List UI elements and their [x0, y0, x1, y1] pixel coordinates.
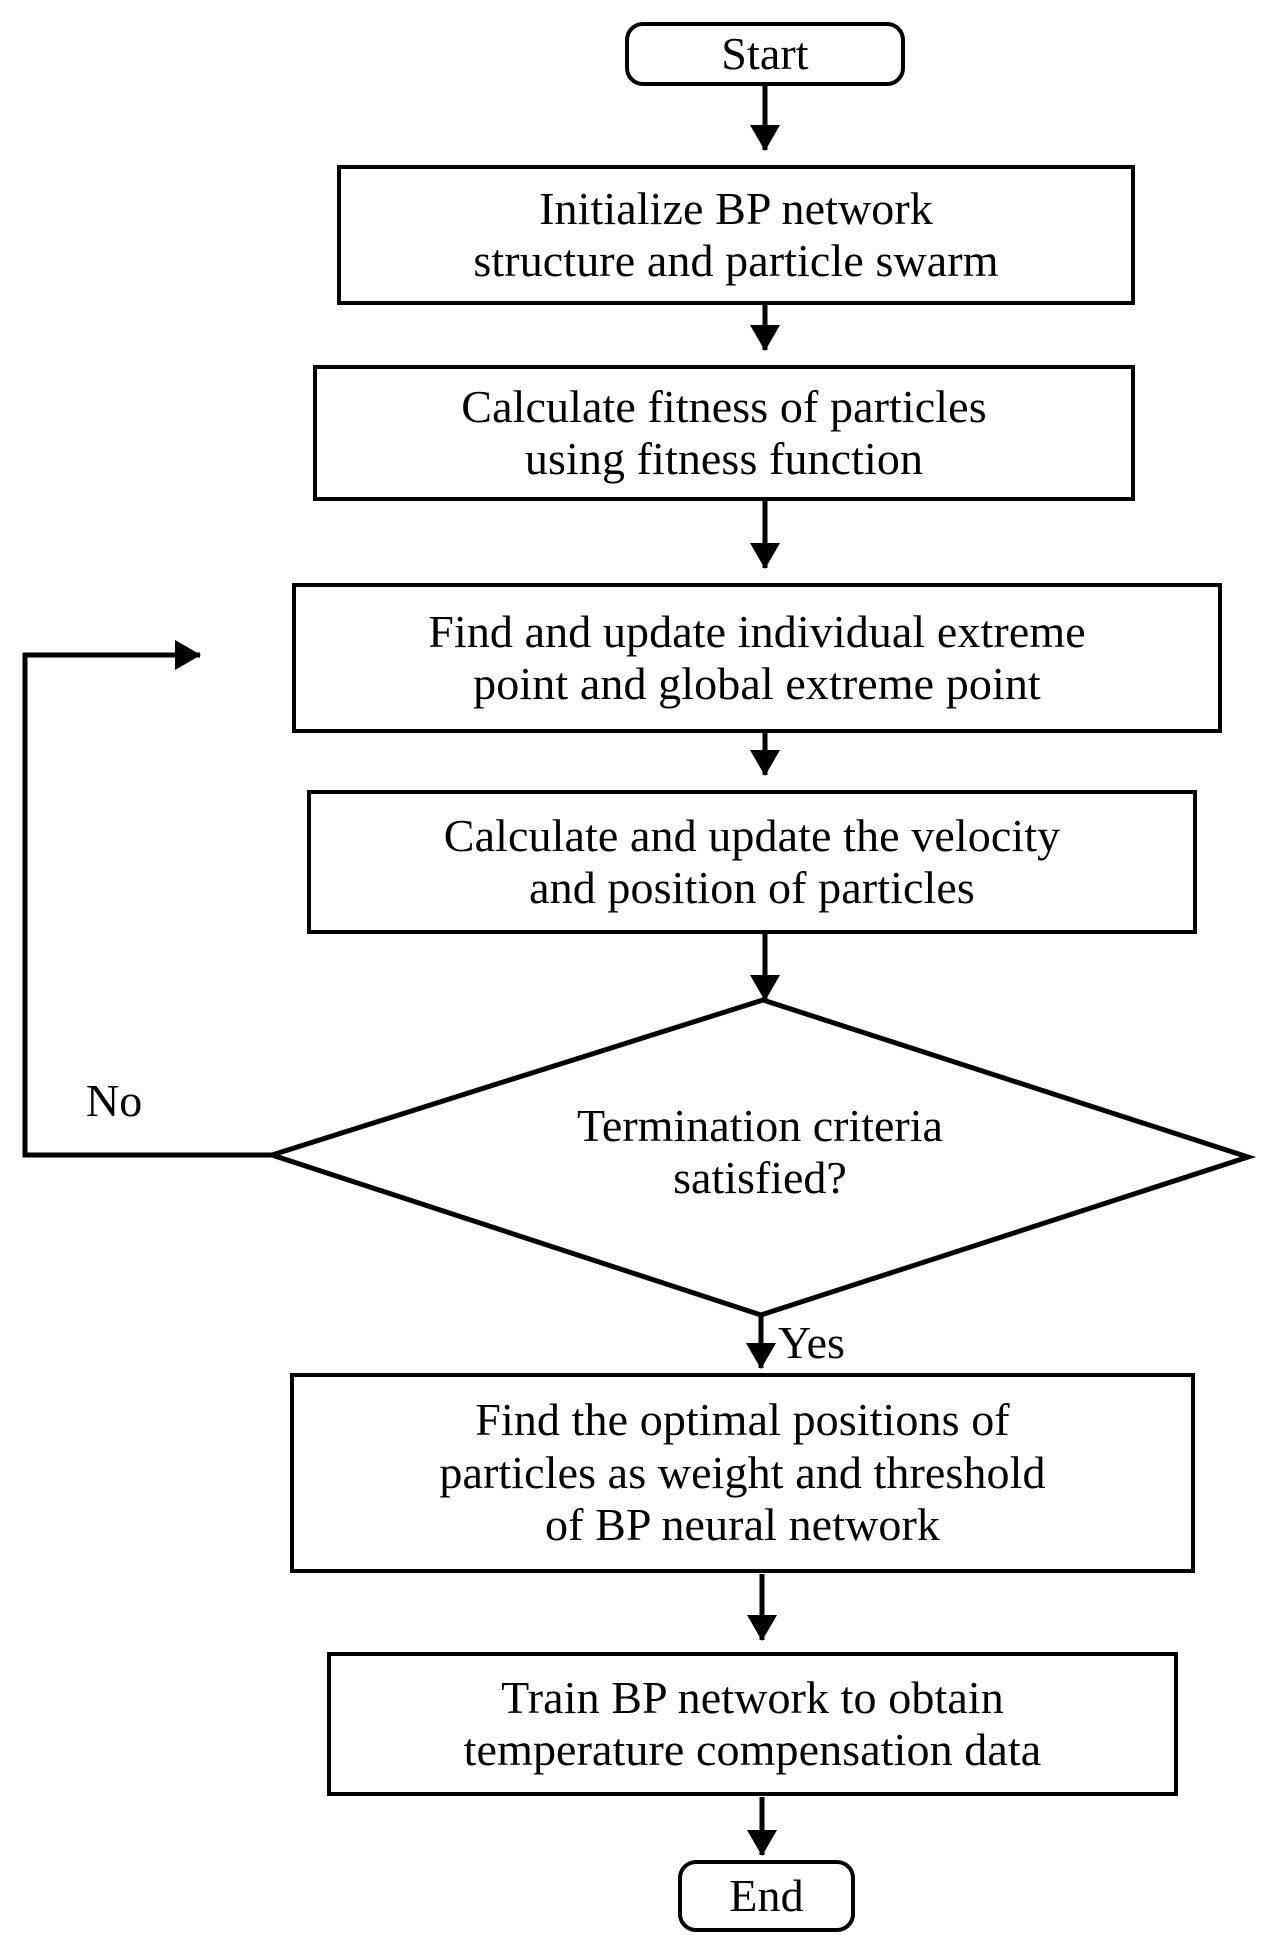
edge-label-yes: Yes: [778, 1317, 845, 1368]
connector-decision-extreme-no: [22, 640, 272, 1158]
node-find-update-extreme-points[interactable]: Find and update individual extreme point…: [292, 583, 1222, 733]
node-end-label: End: [729, 1869, 804, 1921]
node-update-velocity-position-label: Calculate and update the velocity and po…: [443, 809, 1061, 913]
node-train-bp-network-label: Train BP network to obtain temperature c…: [463, 1671, 1042, 1775]
node-start[interactable]: Start: [625, 22, 905, 86]
node-initialize-bp-network[interactable]: Initialize BP network structure and part…: [337, 165, 1135, 305]
node-update-velocity-position[interactable]: Calculate and update the velocity and po…: [307, 790, 1197, 934]
node-calculate-fitness-label: Calculate fitness of particles using fit…: [461, 380, 987, 484]
node-find-optimal-positions-label: Find the optimal positions of particles …: [439, 1394, 1046, 1551]
node-find-update-extreme-points-label: Find and update individual extreme point…: [428, 605, 1086, 709]
node-find-optimal-positions[interactable]: Find the optimal positions of particles …: [290, 1373, 1195, 1573]
edge-label-no: No: [86, 1075, 143, 1126]
node-initialize-bp-network-label: Initialize BP network structure and part…: [473, 182, 999, 286]
node-train-bp-network[interactable]: Train BP network to obtain temperature c…: [327, 1652, 1178, 1796]
node-calculate-fitness[interactable]: Calculate fitness of particles using fit…: [313, 365, 1135, 501]
node-start-label: Start: [721, 27, 809, 79]
node-termination-criteria-label: Termination criteria satisfied?: [577, 1100, 943, 1204]
node-end[interactable]: End: [678, 1860, 855, 1932]
